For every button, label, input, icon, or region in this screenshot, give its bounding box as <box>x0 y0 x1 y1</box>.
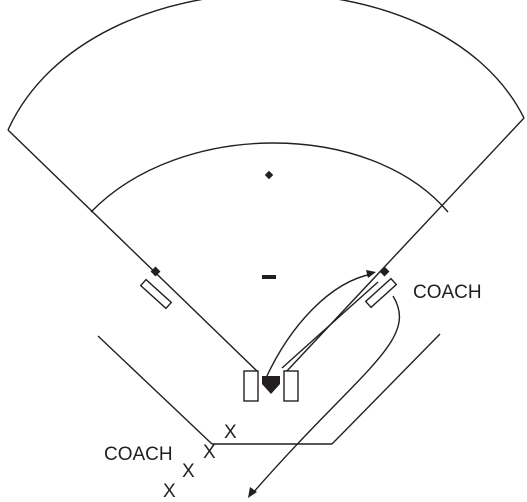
second-base <box>264 170 274 180</box>
x-marker: X <box>224 422 237 443</box>
x-marker: X <box>163 481 176 502</box>
x-marker: X <box>203 442 216 463</box>
left-foul-line <box>7 129 259 373</box>
coach-label-first-base: COACH <box>413 282 482 303</box>
first-base-coach-box <box>364 277 398 309</box>
throw-path-curve <box>265 273 373 379</box>
pitchers-rubber <box>262 275 276 279</box>
home-plate <box>262 376 280 394</box>
infield-arc <box>90 142 449 213</box>
left-batters-box <box>243 370 259 402</box>
right-batters-box <box>283 370 299 402</box>
left-sideline <box>97 335 213 445</box>
first-base <box>379 266 390 277</box>
third-base-coach-box <box>139 278 173 310</box>
arrowhead-down-left <box>248 487 257 498</box>
coach-label-third-base: COACH <box>104 444 173 465</box>
outfield-fence <box>7 0 525 131</box>
third-base <box>150 266 161 277</box>
right-sideline <box>331 333 441 445</box>
arrowhead-first-base <box>366 270 376 278</box>
runner-path <box>281 281 379 369</box>
right-foul-line <box>285 117 525 373</box>
coach-signal-arrow <box>251 295 401 495</box>
x-marker: X <box>182 461 195 482</box>
